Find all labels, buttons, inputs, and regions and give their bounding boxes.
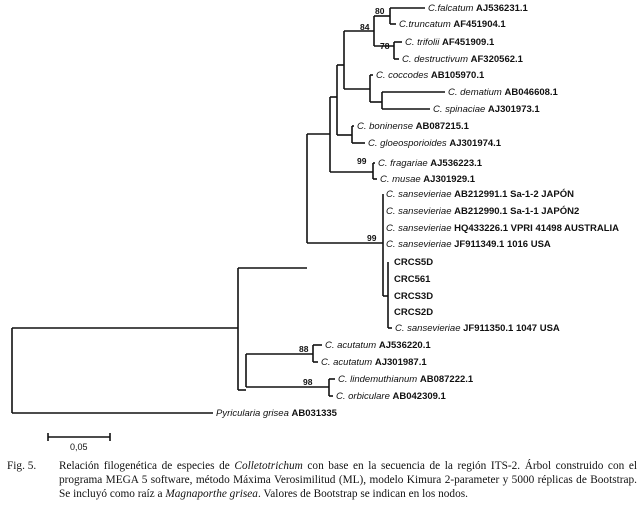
taxon-label: C. coccodes AB105970.1 xyxy=(376,70,485,81)
taxon-label: CRC561 xyxy=(394,274,431,285)
taxon-label: C. acutatum AJ301987.1 xyxy=(321,357,427,368)
caption-text: Relación filogenética de especies de Col… xyxy=(59,459,637,502)
taxon-label: C. lindemuthianum AB087222.1 xyxy=(338,374,474,385)
taxon-label: C. boninense AB087215.1 xyxy=(357,121,470,132)
taxon-label: C.truncatum AF451904.1 xyxy=(399,19,506,30)
taxon-label: C. fragariae AJ536223.1 xyxy=(378,158,483,169)
taxon-labels: C.falcatum AJ536231.1 C.truncatum AF4519… xyxy=(216,3,619,419)
taxon-label: C. dematium AB046608.1 xyxy=(448,87,559,98)
bootstrap-value: 99 xyxy=(367,233,377,243)
taxon-label: C. spinaciae AJ301973.1 xyxy=(433,104,540,115)
bootstrap-value: 80 xyxy=(375,6,385,16)
taxon-label: C. sansevieriae AB212991.1 Sa-1-2 JAPÓN xyxy=(386,188,574,200)
bootstrap-value: 88 xyxy=(299,344,309,354)
caption-part: Relación filogenética de especies de xyxy=(59,460,235,472)
caption-root-species: Magnaporthe grisea xyxy=(165,488,258,501)
taxon-label: CRCS3D xyxy=(394,291,433,302)
caption-part: . Valores de Bootstrap se indican en los… xyxy=(257,488,468,501)
taxon-label: C. sansevieriae AB212990.1 Sa-1-1 JAPÓN2 xyxy=(386,205,579,217)
taxon-label: C. sansevieriae JF911349.1 1016 USA xyxy=(386,239,551,250)
scale-bar-label: 0,05 xyxy=(70,442,88,452)
scale-bar: 0,05 xyxy=(47,433,111,452)
taxon-label: C. sansevieriae HQ433226.1 VPRI 41498 AU… xyxy=(386,223,619,234)
taxon-label: CRCS5D xyxy=(394,257,433,268)
taxon-label: C. gloeosporioides AJ301974.1 xyxy=(368,138,502,149)
taxon-label: C. orbiculare AB042309.1 xyxy=(336,391,447,402)
bootstrap-value: 99 xyxy=(357,156,367,166)
taxon-label: C. musae AJ301929.1 xyxy=(380,174,476,185)
bootstrap-value: 78 xyxy=(380,41,390,51)
taxon-label: CRCS2D xyxy=(394,307,433,318)
figure-label: Fig. 5. xyxy=(7,460,37,472)
taxon-label: Pyricularia grisea AB031335 xyxy=(216,408,338,419)
taxon-label: C. destructivum AF320562.1 xyxy=(402,54,524,65)
taxon-label: C. sansevieriae JF911350.1 1047 USA xyxy=(395,323,560,334)
bootstrap-values: 80 84 78 99 99 88 98 xyxy=(299,6,390,387)
figure-caption: Fig. 5. Relación filogenética de especie… xyxy=(7,459,637,502)
phylogenetic-tree: 80 84 78 99 99 88 98 C.falcatum AJ536231… xyxy=(11,3,619,452)
bootstrap-value: 98 xyxy=(303,377,313,387)
tree-branches xyxy=(11,7,445,414)
caption-part: con base en la secuencia de la región IT… xyxy=(59,460,637,501)
bootstrap-value: 84 xyxy=(360,22,370,32)
caption-genus: Colletotrichum xyxy=(234,460,303,472)
taxon-label: C. acutatum AJ536220.1 xyxy=(325,340,431,351)
taxon-label: C. trifolii AF451909.1 xyxy=(405,37,495,48)
taxon-label: C.falcatum AJ536231.1 xyxy=(428,3,529,14)
